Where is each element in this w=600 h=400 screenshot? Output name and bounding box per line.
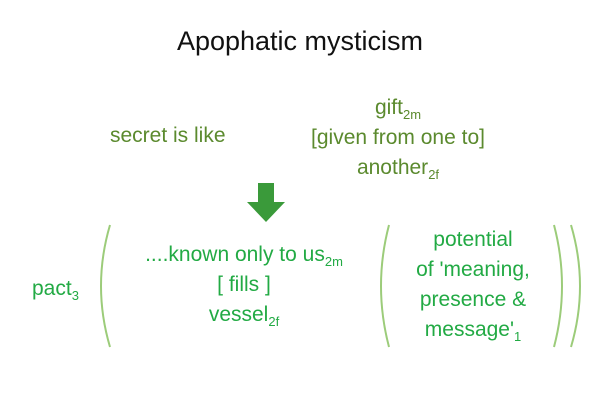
inner-left-bracket xyxy=(380,224,390,348)
vessel-line: vessel2f xyxy=(208,303,280,329)
presence-line: presence & xyxy=(419,288,527,311)
known-line: ....known only to us2m xyxy=(145,243,343,269)
pact-label: pact3 xyxy=(32,277,79,303)
potential-line: potential xyxy=(433,228,513,251)
outer-right-bracket xyxy=(570,224,581,348)
meaning-line: of 'meaning, xyxy=(416,258,530,281)
fills-line: [ fills ] xyxy=(217,273,271,296)
diagram-title: Apophatic mysticism xyxy=(176,26,424,56)
gift-line: gift2m xyxy=(374,96,422,122)
inner-right-bracket xyxy=(553,224,563,348)
another-line: another2f xyxy=(356,156,440,182)
outer-left-bracket xyxy=(100,224,111,348)
potential-phrase: potential of 'meaning, presence & messag… xyxy=(397,225,549,345)
gift-phrase: gift2m [given from one to] another2f xyxy=(270,93,526,183)
known-phrase: ....known only to us2m [ fills ] vessel2… xyxy=(110,240,378,330)
down-arrow-icon xyxy=(247,183,285,222)
message-line: message'1 xyxy=(424,318,522,344)
secret-is-like-label: secret is like xyxy=(110,124,226,147)
given-line: [given from one to] xyxy=(311,126,485,149)
